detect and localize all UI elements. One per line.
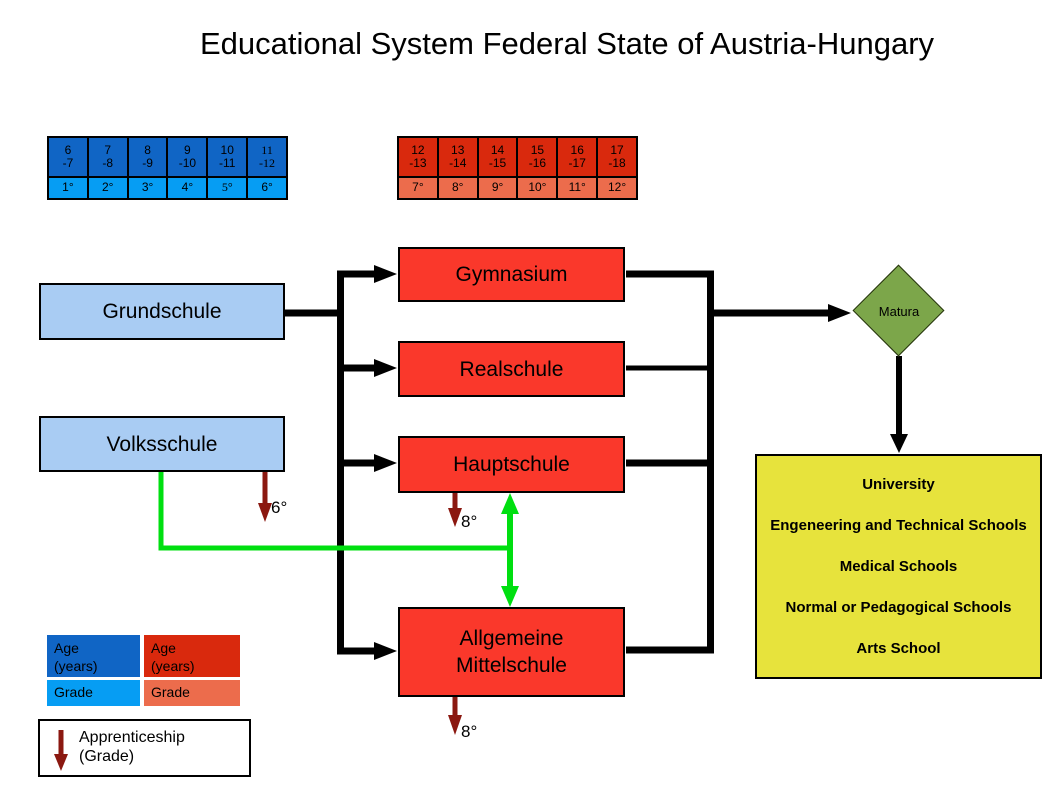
volksschule-exit-arrowhead bbox=[258, 503, 272, 522]
age-cell: 15 -16 bbox=[516, 138, 557, 176]
to-gymnasium-arrowhead bbox=[374, 265, 397, 283]
page-title: Educational System Federal State of Aust… bbox=[199, 26, 935, 61]
higher-education-box: University Engeneering and Technical Sch… bbox=[755, 454, 1042, 679]
primary-age-row: 6 -7 7 -8 8 -9 9 -10 10 -11 11 -12 bbox=[49, 138, 286, 178]
to-matura-arrowhead bbox=[828, 304, 851, 322]
allgemeine-mittelschule-label: Allgemeine Mittelschule bbox=[456, 627, 567, 677]
apprenticeship-key-arrow-icon bbox=[54, 730, 68, 771]
legend-age-blue: Age (years) bbox=[47, 635, 140, 677]
allgemeine-mittelschule-box: Allgemeine Mittelschule bbox=[398, 607, 625, 697]
volksschule-transfer-line bbox=[158, 471, 510, 551]
legend-grade-blue: Grade bbox=[47, 680, 140, 706]
legend-grade-red: Grade bbox=[144, 680, 240, 706]
grundschule-box: Grundschule bbox=[39, 283, 285, 340]
grade-cell: 5° bbox=[206, 178, 247, 198]
hauptschule-box: Hauptschule bbox=[398, 436, 625, 493]
higher-education-item: Medical Schools bbox=[839, 558, 958, 575]
higher-education-item: University bbox=[862, 476, 935, 493]
age-cell: 7 -8 bbox=[86, 138, 127, 176]
gymnasium-box: Gymnasium bbox=[398, 247, 625, 302]
grade-cell: 3° bbox=[126, 178, 167, 198]
volksschule-exit-grade-label: 6° bbox=[271, 498, 288, 517]
grade-cell: 1° bbox=[49, 178, 87, 198]
age-cell: 12 -13 bbox=[399, 138, 437, 176]
apprenticeship-key-box: Apprenticeship (Grade) bbox=[38, 719, 251, 777]
to-mittelschule-arrowhead bbox=[374, 642, 397, 660]
grade-cell: 12° bbox=[596, 178, 636, 198]
gymnasium-label: Gymnasium bbox=[455, 263, 568, 286]
hauptschule-exit-arrowhead bbox=[448, 508, 462, 527]
higher-education-item: Normal or Pedagogical Schools bbox=[785, 599, 1012, 616]
matura-diamond: Matura bbox=[852, 264, 946, 358]
grade-cell: 11° bbox=[556, 178, 597, 198]
grade-cell: 2° bbox=[86, 178, 127, 198]
higher-education-item: Engeneering and Technical Schools bbox=[770, 517, 1027, 534]
age-cell: 17 -18 bbox=[596, 138, 636, 176]
apprenticeship-key-label: Apprenticeship (Grade) bbox=[79, 729, 185, 765]
age-cell: 8 -9 bbox=[126, 138, 167, 176]
grundschule-label: Grundschule bbox=[102, 300, 222, 323]
grade-cell: 7° bbox=[399, 178, 437, 198]
realschule-label: Realschule bbox=[459, 357, 564, 381]
primary-age-grade-table: 6 -7 7 -8 8 -9 9 -10 10 -11 11 -12 1° 2°… bbox=[47, 136, 288, 200]
legend-age-red: Age (years) bbox=[144, 635, 240, 677]
primary-grade-row: 1° 2° 3° 4° 5° 6° bbox=[49, 178, 286, 198]
to-realschule-arrowhead bbox=[374, 359, 397, 377]
secondary-grade-row: 7° 8° 9° 10° 11° 12° bbox=[399, 178, 636, 198]
age-cell: 10 -11 bbox=[206, 138, 247, 176]
hauptschule-label: Hauptschule bbox=[453, 453, 570, 476]
green-down-arrowhead bbox=[501, 586, 519, 607]
age-cell: 13 -14 bbox=[436, 138, 477, 176]
realschule-box: Realschule bbox=[398, 341, 625, 397]
green-up-arrowhead bbox=[501, 493, 519, 514]
grade-cell: 10° bbox=[516, 178, 557, 198]
age-cell: 6 -7 bbox=[49, 138, 87, 176]
age-cell: 14 -15 bbox=[476, 138, 517, 176]
matura-to-university-arrowhead bbox=[890, 434, 908, 453]
mittelschule-exit-grade-label: 8° bbox=[461, 722, 478, 741]
to-hauptschule-arrowhead bbox=[374, 454, 397, 472]
age-cell: 16 -17 bbox=[556, 138, 597, 176]
grade-cell: 6° bbox=[246, 178, 286, 198]
color-legend: Age (years) Age (years) Grade Grade bbox=[47, 635, 240, 706]
grade-cell: 8° bbox=[436, 178, 477, 198]
mittelschule-exit-arrowhead bbox=[448, 715, 462, 735]
secondary-age-grade-table: 12 -13 13 -14 14 -15 15 -16 16 -17 17 -1… bbox=[397, 136, 638, 200]
green-transfer-paths bbox=[158, 471, 519, 607]
higher-education-item: Arts School bbox=[856, 640, 941, 657]
age-cell: 11 -12 bbox=[246, 138, 286, 176]
apprenticeship-exit-arrows bbox=[258, 471, 462, 735]
secondary-age-row: 12 -13 13 -14 14 -15 15 -16 16 -17 17 -1… bbox=[399, 138, 636, 178]
grade-cell: 4° bbox=[166, 178, 207, 198]
black-connector-lines bbox=[284, 265, 908, 660]
matura-label: Matura bbox=[878, 303, 920, 319]
age-cell: 9 -10 bbox=[166, 138, 207, 176]
volksschule-box: Volksschule bbox=[39, 416, 285, 472]
grade-cell: 9° bbox=[476, 178, 517, 198]
hauptschule-exit-grade-label: 8° bbox=[461, 512, 478, 531]
volksschule-label: Volksschule bbox=[106, 432, 218, 456]
